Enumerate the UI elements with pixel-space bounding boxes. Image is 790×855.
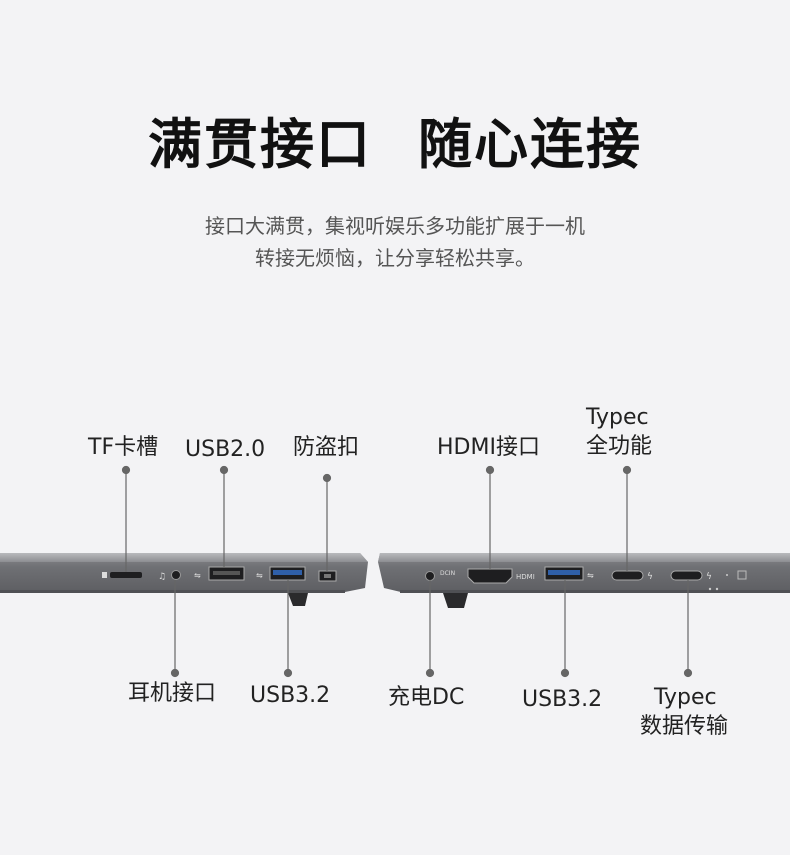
audio-jack-port: ♫ bbox=[158, 570, 181, 582]
hdmi-port: HDMI bbox=[467, 568, 535, 584]
label-typec-data-line2: 数据传输 bbox=[640, 714, 729, 739]
indicator-icon bbox=[737, 570, 747, 580]
subtitle-line2: 转接无烦恼，让分享轻松共享。 bbox=[255, 246, 535, 270]
left-laptop-side: ♫ ⇋ ⇋ bbox=[0, 553, 368, 606]
typec-full-port: ϟ bbox=[611, 570, 653, 582]
label-hdmi: HDMI接口 bbox=[437, 435, 540, 460]
label-dc-charge: 充电DC bbox=[388, 685, 465, 710]
tf-slot-port bbox=[102, 572, 142, 578]
svg-text:⇋: ⇋ bbox=[194, 571, 201, 580]
subtitle: 接口大满贯，集视听娱乐多功能扩展于一机 转接无烦恼，让分享轻松共享。 bbox=[0, 210, 790, 274]
callout-lines bbox=[121, 465, 693, 678]
hdmi-port-text: HDMI bbox=[516, 573, 535, 581]
svg-text:♫: ♫ bbox=[158, 572, 166, 582]
lock-slot-port bbox=[318, 570, 337, 582]
typec-data-port: ϟ bbox=[670, 570, 712, 582]
label-usb3-right: USB3.2 bbox=[522, 687, 603, 712]
label-typec-full-line2: 全功能 bbox=[586, 434, 653, 459]
svg-text:⇋: ⇋ bbox=[256, 571, 263, 580]
page-title: 满贯接口随心连接 bbox=[0, 100, 790, 179]
label-usb3-left: USB3.2 bbox=[250, 683, 331, 708]
headline-part2: 随心连接 bbox=[418, 113, 642, 176]
svg-text:ϟ: ϟ bbox=[706, 572, 712, 582]
usb3-port-right: ⇋ bbox=[544, 566, 594, 581]
headline-part1: 满贯接口 bbox=[148, 113, 372, 176]
label-typec-full-line1: Typec bbox=[586, 405, 649, 430]
dc-port-text: DCIN bbox=[440, 570, 455, 577]
label-typec-data-line1: Typec bbox=[654, 685, 717, 710]
right-laptop-side: DCIN HDMI ⇋ ϟ ϟ bbox=[378, 553, 790, 608]
usb2-port: ⇋ bbox=[194, 566, 245, 581]
svg-text:ϟ: ϟ bbox=[647, 572, 653, 582]
label-usb2: USB2.0 bbox=[185, 437, 266, 462]
label-lock-slot: 防盗扣 bbox=[293, 435, 360, 460]
subtitle-line1: 接口大满贯，集视听娱乐多功能扩展于一机 bbox=[205, 214, 585, 238]
label-audio-jack: 耳机接口 bbox=[128, 681, 217, 706]
svg-text:⇋: ⇋ bbox=[587, 571, 594, 580]
label-tf-slot: TF卡槽 bbox=[88, 435, 159, 460]
